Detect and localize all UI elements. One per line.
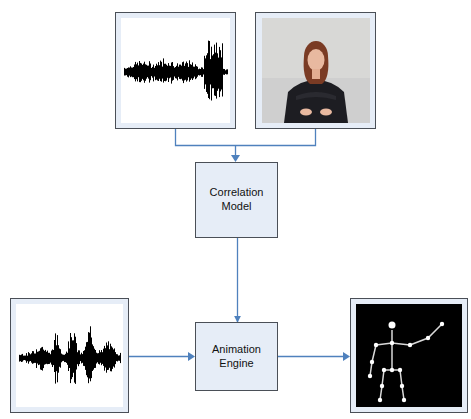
video-frame <box>256 13 376 129</box>
audio-panel <box>16 304 123 407</box>
box-label: Animation Engine <box>196 339 277 375</box>
flow-arrow <box>237 238 238 322</box>
process-box: Animation Engine <box>195 322 278 391</box>
box-label: Correlation Model <box>196 182 277 218</box>
skeleton-figure <box>356 304 462 407</box>
audio-panel <box>121 18 230 123</box>
audio-frame <box>11 299 129 413</box>
video-still <box>262 18 370 123</box>
audio-waveform <box>20 326 121 384</box>
audio-waveform <box>125 41 228 101</box>
process-box: Correlation Model <box>195 162 278 238</box>
audio-frame <box>116 13 236 129</box>
skeleton-frame <box>351 299 468 413</box>
